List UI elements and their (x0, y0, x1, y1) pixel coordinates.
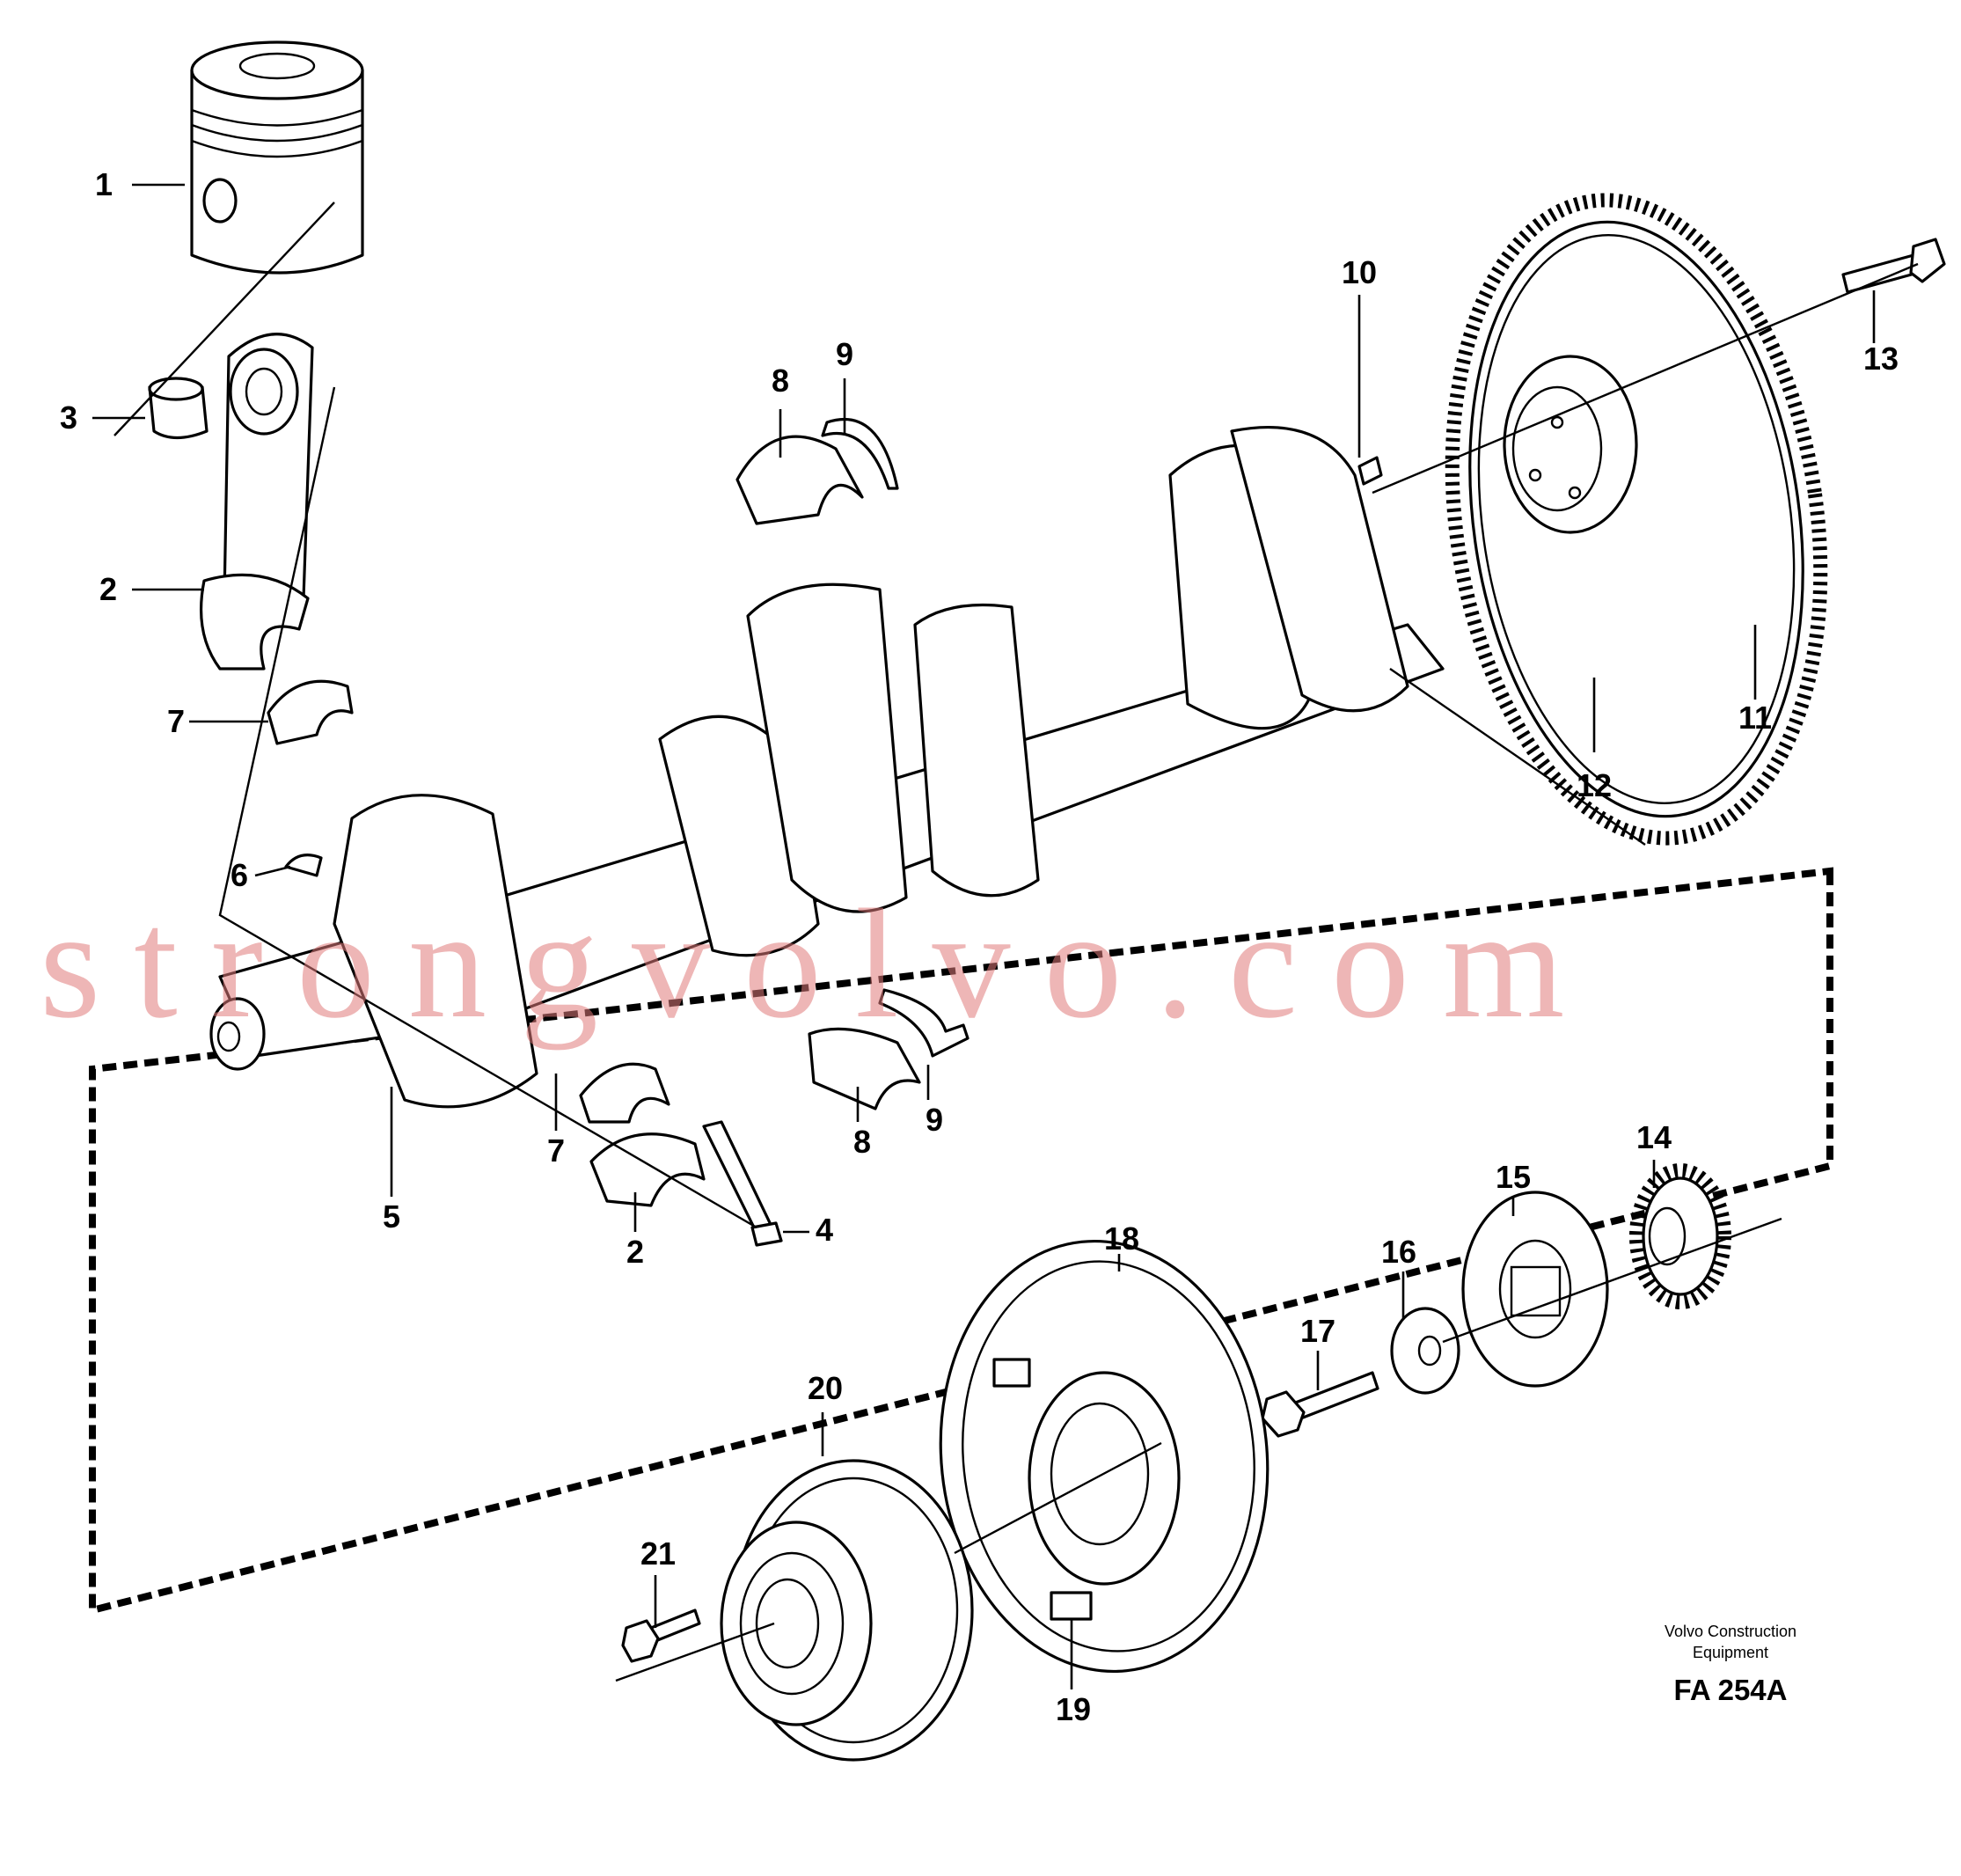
callout-19: 19 (1056, 1691, 1091, 1727)
upper-bearing-shell (267, 679, 354, 745)
assembly-axis-lines (113, 202, 1919, 1682)
callout-2-lower: 2 (626, 1234, 644, 1270)
main-bearing-upper (735, 417, 899, 525)
callout-10: 10 (1342, 254, 1377, 290)
dowel-pin (1357, 456, 1383, 486)
callout-16: 16 (1381, 1234, 1416, 1270)
callout-18: 18 (1104, 1220, 1139, 1257)
flywheel-bolt (1841, 238, 1946, 294)
callout-7: 7 (167, 703, 185, 739)
credit-line-2: Equipment (1693, 1644, 1768, 1661)
callout-13: 13 (1863, 341, 1899, 377)
callout-6: 6 (230, 857, 248, 893)
callout-20: 20 (808, 1370, 843, 1406)
piston (190, 40, 364, 275)
pulley-bolt (621, 1609, 701, 1663)
callout-3: 3 (60, 399, 77, 436)
callout-7-lower: 7 (547, 1132, 565, 1169)
callout-21: 21 (640, 1535, 676, 1572)
flywheel (1445, 193, 1828, 846)
callout-12: 12 (1577, 767, 1612, 803)
callout-15: 15 (1496, 1159, 1531, 1195)
callout-2: 2 (99, 571, 117, 607)
watermark-text: strongvolvo.com (40, 876, 1598, 1051)
crankshaft-gear (1629, 1163, 1731, 1309)
callout-5: 5 (383, 1198, 400, 1235)
callout-1: 1 (95, 166, 113, 202)
credit-line-1: Volvo Construction (1665, 1623, 1796, 1640)
washer (1390, 1307, 1460, 1395)
hub (1461, 1191, 1609, 1388)
figure-code: FA 254A (1673, 1674, 1787, 1706)
assembly-frame (89, 867, 1833, 1616)
connecting-rod (199, 333, 314, 671)
piston-pin (148, 377, 209, 440)
hub-bolt (1261, 1371, 1379, 1438)
callout-8: 8 (772, 363, 789, 399)
callout-4: 4 (816, 1212, 833, 1248)
rod-bolt (702, 1120, 783, 1247)
bearing-set-lower (579, 988, 970, 1207)
callout-14: 14 (1636, 1119, 1672, 1155)
callout-9-lower: 9 (926, 1102, 943, 1138)
callout-9: 9 (836, 336, 853, 372)
leader-lines (92, 183, 1876, 1689)
callout-8-lower: 8 (853, 1124, 871, 1160)
callout-11: 11 (1738, 700, 1772, 736)
woodruff-key (284, 854, 323, 877)
belt-pulley (720, 1459, 974, 1762)
callout-17: 17 (1300, 1313, 1335, 1349)
crankshaft (209, 425, 1445, 1109)
vibration-damper (939, 1239, 1270, 1674)
